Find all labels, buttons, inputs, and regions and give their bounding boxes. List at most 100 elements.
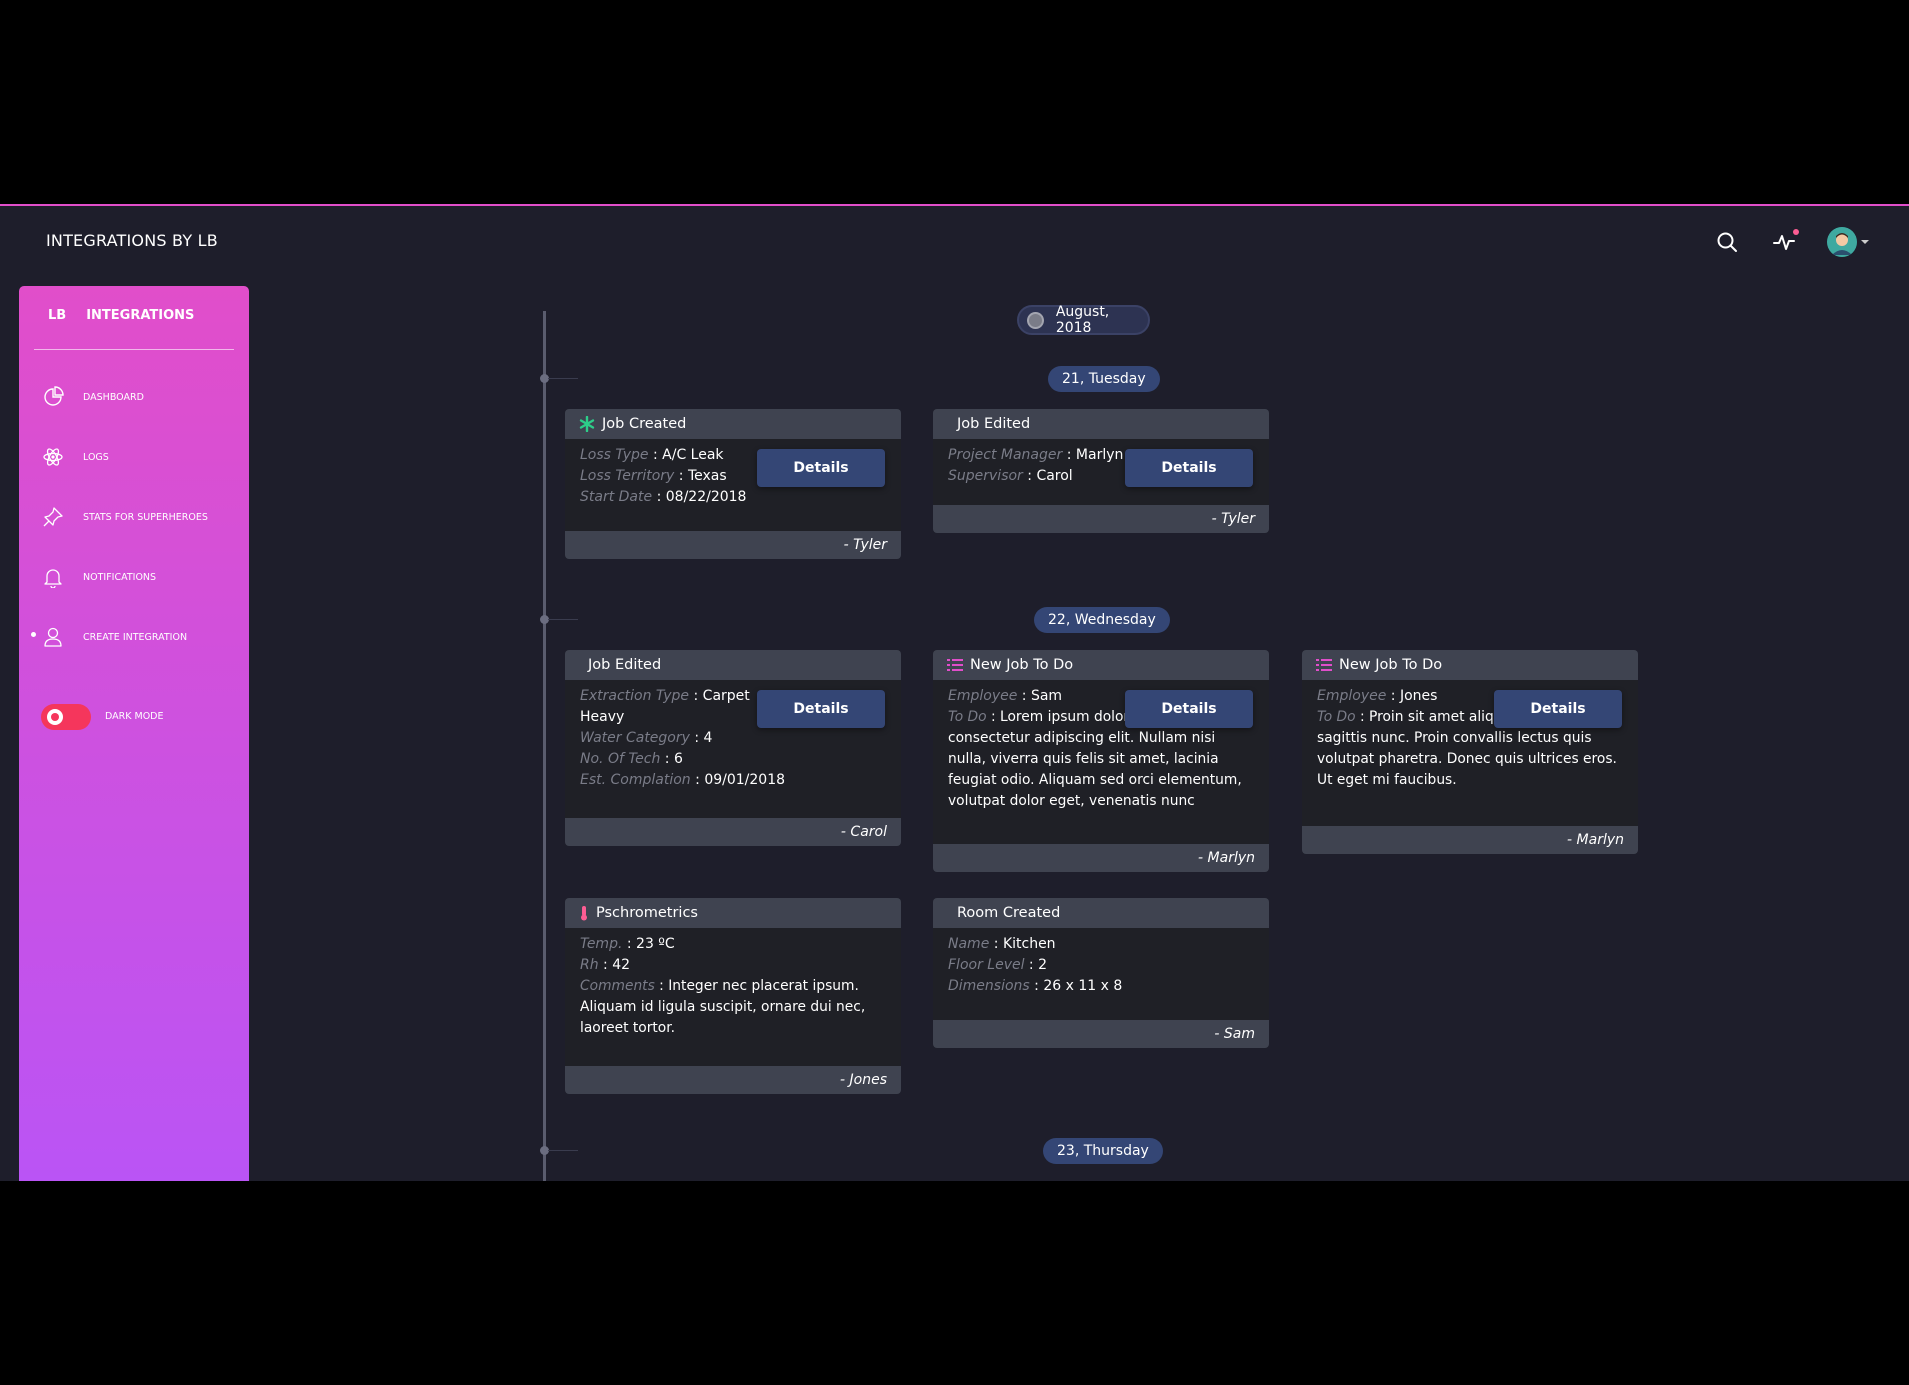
card-field: No. Of Tech : 6	[580, 751, 683, 767]
card-field: Dimensions : 26 x 11 x 8	[948, 978, 1123, 994]
card-field: Loss Type : A/C Leak	[580, 447, 724, 463]
list-icon	[947, 657, 963, 673]
atom-icon	[41, 445, 65, 469]
active-indicator	[31, 632, 36, 637]
card-title: Job Created	[602, 416, 687, 432]
dark-mode-toggle[interactable]	[41, 704, 91, 730]
card-field: Extraction Type : Carpet Heavy	[580, 688, 750, 725]
month-indicator	[1027, 311, 1044, 329]
card-author: - Marlyn	[933, 844, 1269, 872]
timeline-card: Room Created Name : Kitchen Floor Level …	[933, 898, 1269, 1048]
details-button[interactable]: Details	[1125, 449, 1253, 487]
activity-icon[interactable]	[1769, 226, 1801, 258]
pin-icon	[41, 505, 65, 529]
card-body: Employee : Jones To Do : Proin sit amet …	[1302, 680, 1638, 826]
card-author: - Carol	[565, 818, 901, 846]
sidebar-item-logs[interactable]: LOGS	[41, 442, 109, 472]
card-title: Job Edited	[588, 657, 662, 673]
timeline-tick	[548, 619, 578, 620]
sidebar-item-label: STATS FOR SUPERHEROES	[83, 511, 208, 523]
card-field: Water Category : 4	[580, 730, 713, 746]
user-menu[interactable]	[1827, 227, 1869, 257]
timeline-tick	[548, 378, 578, 379]
card-title: Pschrometrics	[596, 905, 698, 921]
chevron-down-icon	[1861, 240, 1869, 244]
card-field: Name : Kitchen	[948, 936, 1056, 952]
sidebar-item-label: NOTIFICATIONS	[83, 571, 157, 583]
month-label: August, 2018	[1055, 304, 1110, 336]
details-button[interactable]: Details	[757, 449, 885, 487]
card-author: - Sam	[933, 1020, 1269, 1048]
card-header: New Job To Do	[933, 650, 1269, 680]
card-title: New Job To Do	[970, 657, 1074, 673]
card-header: Room Created	[933, 898, 1269, 928]
timeline-card: New Job To Do Employee : Jones To Do : P…	[1302, 650, 1638, 854]
card-header: New Job To Do	[1302, 650, 1638, 680]
sidebar-item-notifications[interactable]: NOTIFICATIONS	[41, 562, 156, 592]
card-title: New Job To Do	[1339, 657, 1443, 673]
card-header: Job Edited	[933, 409, 1269, 439]
timeline-card: New Job To Do Employee : Sam To Do : Lor…	[933, 650, 1269, 872]
dark-mode-label: DARK MODE	[105, 711, 164, 722]
timeline-card: Job Created Loss Type : A/C Leak Loss Te…	[565, 409, 901, 559]
asterisk-icon	[579, 416, 595, 432]
sidebar: LB INTEGRATIONS DASHBOARD LOGS STATS FOR…	[19, 286, 249, 1181]
card-field: Rh : 42	[580, 957, 631, 973]
card-author: - Tyler	[565, 531, 901, 559]
day-badge: 23, Thursday	[1043, 1138, 1163, 1164]
card-body: Temp. : 23 ºC Rh : 42 Comments : Integer…	[565, 928, 901, 1066]
card-body: Project Manager : Marlyn Supervisor : Ca…	[933, 439, 1269, 505]
card-header: Job Edited	[565, 650, 901, 680]
notification-dot	[1793, 229, 1799, 235]
card-title: Job Edited	[957, 416, 1031, 432]
card-field: To Do : Lorem ipsum dolor sit amet, cons…	[948, 709, 1242, 809]
card-body: Extraction Type : Carpet Heavy Water Cat…	[565, 680, 901, 818]
navbar-brand[interactable]: INTEGRATIONS BY LB	[46, 231, 218, 250]
sidebar-item-create-integration[interactable]: CREATE INTEGRATION	[41, 622, 187, 652]
search-icon[interactable]	[1711, 226, 1743, 258]
sidebar-logo[interactable]: LB INTEGRATIONS	[34, 302, 234, 350]
bell-icon	[41, 565, 65, 589]
month-badge: August, 2018	[1017, 304, 1150, 336]
card-field: Project Manager : Marlyn	[948, 447, 1124, 463]
card-field: Est. Complation : 09/01/2018	[580, 772, 786, 788]
timeline-card: Job Edited Extraction Type : Carpet Heav…	[565, 650, 901, 846]
sidebar-item-dashboard[interactable]: DASHBOARD	[41, 382, 144, 412]
card-title: Room Created	[957, 905, 1061, 921]
logo-short: LB	[48, 308, 67, 323]
timeline-card: Job Edited Project Manager : Marlyn Supe…	[933, 409, 1269, 533]
timeline-node	[540, 615, 549, 624]
card-body: Loss Type : A/C Leak Loss Territory : Te…	[565, 439, 901, 531]
logo-full: INTEGRATIONS	[86, 308, 195, 323]
avatar	[1827, 227, 1857, 257]
card-field: Employee : Jones	[1317, 688, 1438, 704]
app-frame: INTEGRATIONS BY LB LB INTEGRATIONS DASHB…	[0, 204, 1909, 1181]
card-author: - Jones	[565, 1066, 901, 1094]
timeline-line	[543, 311, 546, 1181]
card-field: Supervisor : Carol	[948, 468, 1073, 484]
timeline-card: Pschrometrics Temp. : 23 ºC Rh : 42 Comm…	[565, 898, 901, 1094]
card-author: - Marlyn	[1302, 826, 1638, 854]
details-button[interactable]: Details	[1125, 690, 1253, 728]
timeline-node	[540, 374, 549, 383]
sidebar-item-label: CREATE INTEGRATION	[83, 631, 188, 643]
card-field: Loss Territory : Texas	[580, 468, 727, 484]
sidebar-item-stats[interactable]: STATS FOR SUPERHEROES	[41, 502, 208, 532]
timeline-tick	[548, 1150, 578, 1151]
card-body: Name : Kitchen Floor Level : 2 Dimension…	[933, 928, 1269, 1020]
card-author: - Tyler	[933, 505, 1269, 533]
details-button[interactable]: Details	[1494, 690, 1622, 728]
sidebar-item-label: LOGS	[83, 451, 109, 463]
list-icon	[1316, 657, 1332, 673]
sidebar-item-label: DASHBOARD	[83, 391, 144, 403]
chart-pie-icon	[41, 385, 65, 409]
details-button[interactable]: Details	[757, 690, 885, 728]
card-field: Comments : Integer nec placerat ipsum. A…	[580, 978, 866, 1036]
card-field: Start Date : 08/22/2018	[580, 489, 747, 505]
card-body: Employee : Sam To Do : Lorem ipsum dolor…	[933, 680, 1269, 844]
toggle-knob	[47, 709, 63, 725]
card-header: Job Created	[565, 409, 901, 439]
day-badge: 21, Tuesday	[1048, 366, 1160, 392]
user-icon	[41, 625, 65, 649]
card-field: Floor Level : 2	[948, 957, 1048, 973]
